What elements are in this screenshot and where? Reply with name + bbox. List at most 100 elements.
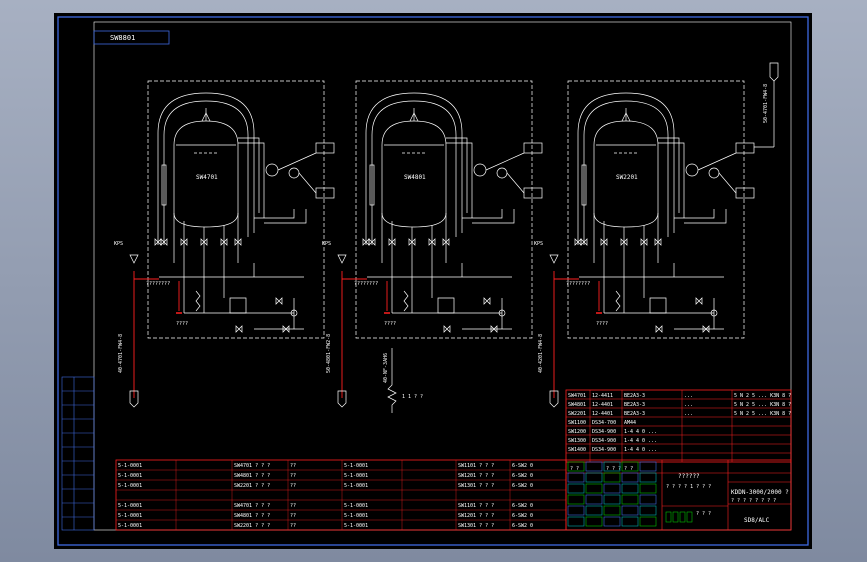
table-cell: AM44 bbox=[624, 420, 636, 426]
table-cell: DS34-900 bbox=[592, 447, 616, 453]
inlet-line bbox=[341, 271, 367, 398]
table-cell: 5-1-0001 bbox=[344, 473, 368, 479]
valve bbox=[388, 238, 396, 246]
table-cell: BE2A3-3 bbox=[624, 411, 645, 417]
table-cell: DS34-700 bbox=[592, 420, 616, 426]
vessel-legs bbox=[593, 213, 659, 263]
revision-cell bbox=[621, 516, 639, 527]
revision-cell bbox=[639, 483, 657, 494]
table-cell: SW4701 ? ? ? bbox=[234, 503, 270, 509]
revision-cell bbox=[639, 472, 657, 483]
jacket-loop bbox=[577, 92, 675, 233]
signature-cell bbox=[686, 511, 693, 523]
valve bbox=[428, 238, 436, 246]
pipe bbox=[183, 263, 225, 313]
revision-cell bbox=[567, 472, 585, 483]
line-tag bbox=[129, 390, 139, 408]
note-label: ???????? bbox=[354, 281, 378, 287]
revision-cell bbox=[585, 483, 603, 494]
vessel-legs bbox=[381, 213, 447, 263]
jacket-loop bbox=[583, 100, 669, 237]
table-footer: ? ? bbox=[570, 466, 579, 472]
revision-cell bbox=[639, 505, 657, 516]
signal-box bbox=[523, 187, 543, 199]
table-cell: ?? bbox=[290, 523, 296, 529]
line-label: 40-4701-FW4-8 bbox=[118, 334, 124, 373]
table-cell: 5-1-0001 bbox=[118, 513, 142, 519]
table-cell: SW1101 ? ? ? bbox=[458, 503, 494, 509]
valve bbox=[200, 238, 208, 246]
table-cell: ?? bbox=[290, 513, 296, 519]
note-label: ???? bbox=[384, 321, 396, 327]
package-boundary bbox=[147, 80, 325, 339]
title-line2: ? ? ? ? 1 ? ? ? bbox=[666, 484, 711, 490]
table-cell: 6-SW2 0 bbox=[512, 483, 533, 489]
signal-line bbox=[485, 152, 525, 194]
valve bbox=[695, 297, 703, 305]
revision-cell bbox=[639, 516, 657, 527]
signature-cell bbox=[665, 511, 672, 523]
table-cell: 1-4 4 0 ... bbox=[624, 429, 657, 435]
table-cell: 12-4411 bbox=[592, 393, 613, 399]
revision-cell bbox=[603, 472, 621, 483]
table-cell: SW1300 bbox=[568, 438, 586, 444]
inlet-valve bbox=[337, 254, 347, 264]
vessel-tag: SW4801 bbox=[404, 174, 426, 181]
table-cell: ?? bbox=[290, 483, 296, 489]
revision-cell bbox=[567, 483, 585, 494]
valve bbox=[443, 325, 451, 333]
title-name: ? ? ? ? ? ? ? ? bbox=[731, 498, 776, 504]
instrument-bubble bbox=[496, 167, 508, 179]
drawing-code: SW8801 bbox=[110, 34, 135, 42]
inlet-label: KPS bbox=[534, 241, 543, 247]
valve bbox=[600, 238, 608, 246]
vessel-body bbox=[173, 120, 239, 228]
line-tag bbox=[337, 390, 347, 408]
heater-coil bbox=[403, 290, 409, 312]
instrument-bubble bbox=[685, 163, 699, 177]
revision-cell bbox=[621, 461, 639, 472]
vessel-body bbox=[381, 120, 447, 228]
instrument-point bbox=[710, 309, 718, 317]
instrument-bubble bbox=[708, 167, 720, 179]
revision-cell bbox=[621, 472, 639, 483]
filter bbox=[437, 297, 455, 314]
title-frame bbox=[565, 459, 792, 531]
line-label: 50-4801-FW2-8 bbox=[326, 334, 332, 373]
valve bbox=[235, 325, 243, 333]
signal-box bbox=[523, 142, 543, 154]
valve bbox=[640, 238, 648, 246]
table-cell: 6-SW2 0 bbox=[512, 523, 533, 529]
note-label: ???????? bbox=[566, 281, 590, 287]
valve bbox=[234, 238, 242, 246]
spring-hanger bbox=[387, 348, 397, 413]
table-cell: SW1301 ? ? ? bbox=[458, 523, 494, 529]
table-cell: 5-1-0001 bbox=[344, 503, 368, 509]
pipe bbox=[391, 263, 433, 313]
package-boundary bbox=[567, 80, 745, 339]
vessel-group-3: SW2201KPS40-4201-FW4-8????????????50-470… bbox=[534, 62, 779, 408]
table-cell: SW1400 bbox=[568, 447, 586, 453]
revision-cell bbox=[621, 483, 639, 494]
table-cell: SW2201 ? ? ? bbox=[234, 483, 270, 489]
valve bbox=[180, 238, 188, 246]
table-cell: 5-1-0001 bbox=[118, 523, 142, 529]
valve bbox=[160, 238, 168, 246]
pipe bbox=[658, 137, 680, 213]
line-tag bbox=[549, 390, 559, 408]
pipe bbox=[238, 142, 265, 218]
table-cell: SW2201 bbox=[568, 411, 586, 417]
filter bbox=[649, 297, 667, 314]
signature-cell bbox=[672, 511, 679, 523]
table-cell: 6-SW2 0 bbox=[512, 503, 533, 509]
table-cell: SW4801 ? ? ? bbox=[234, 513, 270, 519]
revision-cell bbox=[621, 494, 639, 505]
pipe bbox=[446, 142, 473, 218]
vessel-tag: SW4701 bbox=[196, 174, 218, 181]
pipe bbox=[674, 209, 727, 224]
revision-cell bbox=[603, 505, 621, 516]
revision-cell bbox=[585, 494, 603, 505]
instrument-point bbox=[498, 309, 506, 317]
